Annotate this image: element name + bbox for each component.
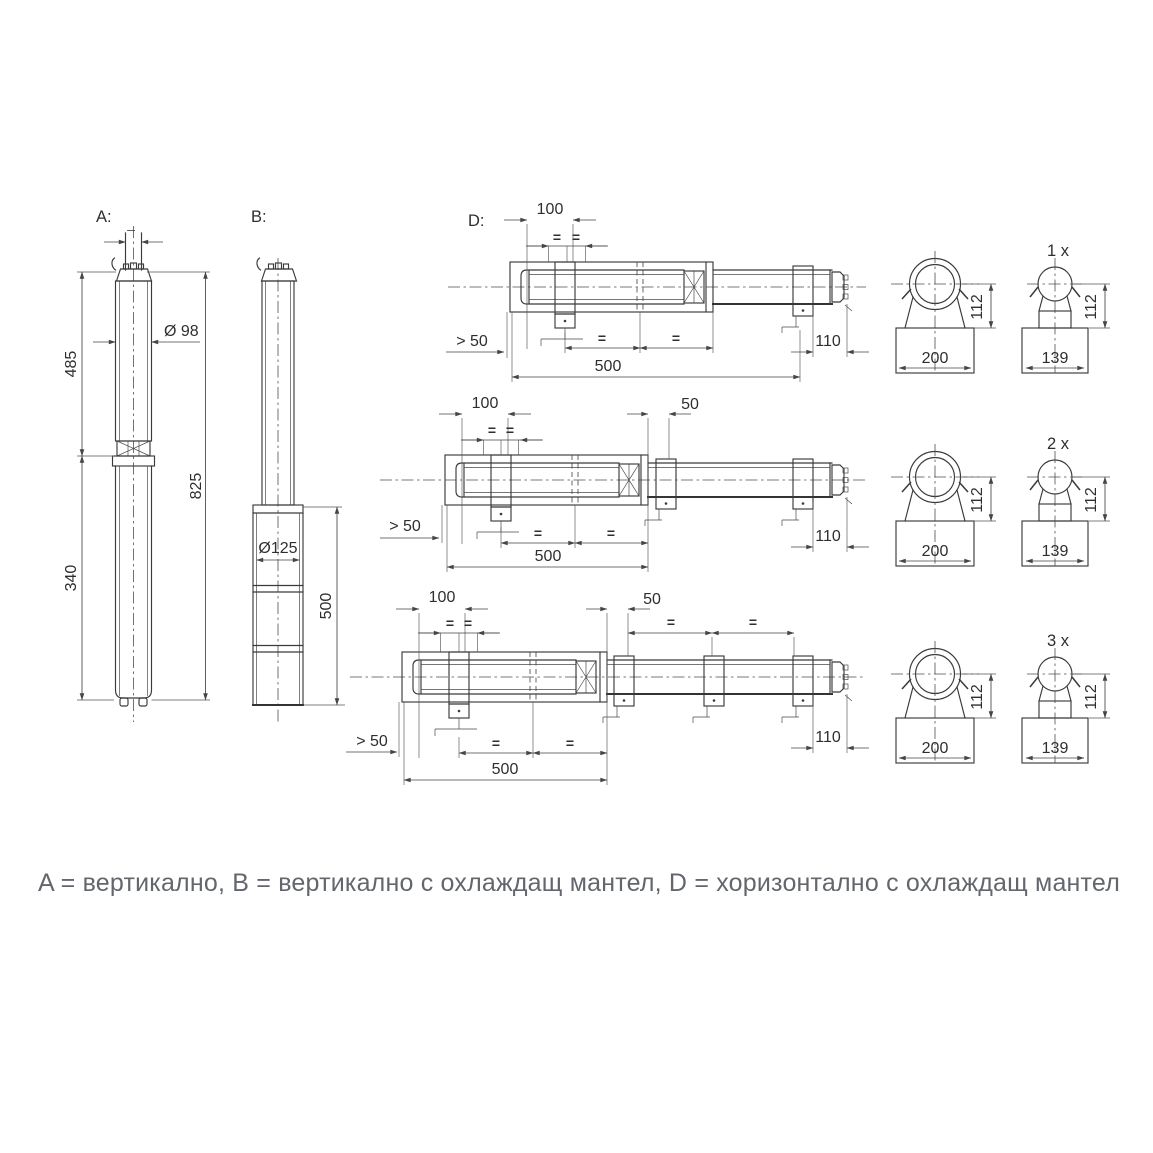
dim-diameter-98: Ø 98 <box>164 323 199 340</box>
dim-gap-50: 50 <box>643 591 661 608</box>
count-label-2x: 2 x <box>1047 435 1070 453</box>
dim-200: 200 <box>922 350 949 367</box>
dim-500-rail: 500 <box>535 548 562 565</box>
equal-mark: = <box>553 229 561 245</box>
view-d-label: D: <box>468 212 485 230</box>
dim-139: 139 <box>1042 350 1069 367</box>
equal-mark: = <box>492 735 500 751</box>
dim-200: 200 <box>922 543 949 560</box>
count-label-3x: 3 x <box>1047 632 1070 650</box>
dim-diameter-125: Ø125 <box>258 540 297 557</box>
dim-112: 112 <box>969 487 986 513</box>
count-label-1x: 1 x <box>1047 242 1070 260</box>
dim-825: 825 <box>188 473 205 500</box>
dim-100: 100 <box>537 201 564 218</box>
cross-section-row-2: 200 112 2 x 139 112 <box>890 435 1110 567</box>
dim-500-rail: 500 <box>595 358 622 375</box>
dim-100: 100 <box>472 395 499 412</box>
dim-112: 112 <box>969 294 986 320</box>
dim-110: 110 <box>815 729 841 746</box>
equal-mark: = <box>488 422 496 438</box>
equal-mark: = <box>598 330 606 346</box>
dim-110: 110 <box>815 333 841 350</box>
equal-mark: = <box>566 735 574 751</box>
dim-139: 139 <box>1042 543 1069 560</box>
cross-section-row-3: 200 112 3 x 139 112 <box>890 632 1110 764</box>
view-b-vertical-jacketed-pump: B: Ø125 500 <box>251 208 345 722</box>
dim-112: 112 <box>1083 684 1100 710</box>
equal-mark: = <box>506 422 514 438</box>
equal-mark: = <box>464 615 472 631</box>
view-a-label: A: <box>96 208 112 226</box>
dim-100: 100 <box>429 589 456 606</box>
dim-112: 112 <box>1083 294 1100 320</box>
dim-500-jacket: 500 <box>318 593 335 620</box>
view-d-row-2: 100 = = 50 > 50 = = 500 110 <box>380 395 869 572</box>
equal-mark: = <box>667 614 675 630</box>
dim-139: 139 <box>1042 740 1069 757</box>
legend-caption: A = вертикално, B = вертикално с охлажда… <box>38 869 1120 897</box>
dim-110: 110 <box>815 528 841 545</box>
dim-112: 112 <box>969 684 986 710</box>
dim-340: 340 <box>63 565 80 592</box>
view-d-row-1: D: 100 = = > 50 = = <box>446 201 869 382</box>
dim-200: 200 <box>922 740 949 757</box>
view-d-row-3: 100 = = 50 = = > 50 = = 500 110 <box>346 589 869 785</box>
dim-500-rail: 500 <box>492 761 519 778</box>
dim-gap-50: 50 <box>681 396 699 413</box>
equal-mark: = <box>749 614 757 630</box>
equal-mark: = <box>446 615 454 631</box>
dim-485: 485 <box>63 351 80 378</box>
equal-mark: = <box>607 525 615 541</box>
view-a-vertical-pump: A: Ø 98 485 340 825 <box>63 208 210 722</box>
dim-min-50: > 50 <box>356 733 388 750</box>
equal-mark: = <box>572 229 580 245</box>
dim-112: 112 <box>1083 487 1100 513</box>
equal-mark: = <box>672 330 680 346</box>
cross-section-row-1: 200 112 1 x 139 112 <box>890 242 1110 374</box>
equal-mark: = <box>534 525 542 541</box>
dim-min-50: > 50 <box>456 333 488 350</box>
dim-min-50: > 50 <box>389 518 421 535</box>
view-b-label: B: <box>251 208 267 226</box>
